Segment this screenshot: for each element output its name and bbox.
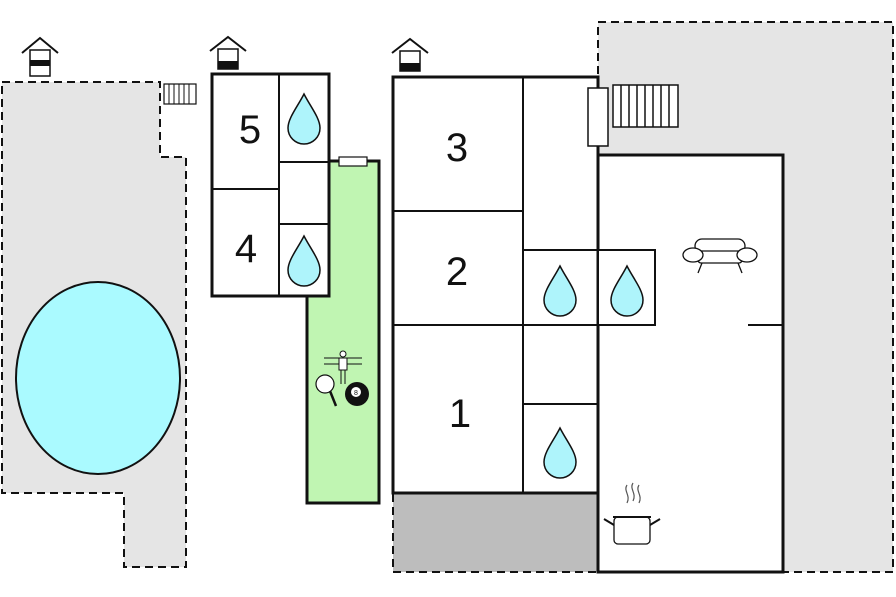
- billiard-ball-icon: 8: [345, 382, 369, 406]
- water-drop-icon: [543, 264, 577, 317]
- water-drop-icon: [287, 234, 321, 287]
- stairs-icon: [163, 83, 197, 105]
- sofa-icon: [682, 238, 758, 274]
- house-entrance-icon: [391, 37, 429, 72]
- water-drop-icon: [543, 426, 577, 479]
- water-drop-icon: [610, 264, 644, 317]
- table-football-icon: [324, 350, 362, 384]
- room-number-2: 2: [446, 250, 468, 294]
- game-room-window: [338, 156, 368, 167]
- table-tennis-icon: [315, 374, 338, 407]
- room-number-4: 4: [235, 227, 257, 271]
- svg-text:8: 8: [354, 390, 358, 397]
- door-panel: [587, 87, 609, 147]
- house-entrance-icon: [21, 36, 59, 77]
- room-number-1: 1: [449, 392, 471, 436]
- water-drop-icon: [287, 92, 321, 145]
- house-entrance-icon: [209, 35, 247, 70]
- cooking-pot-icon: [603, 482, 661, 545]
- swimming-pool: [15, 281, 181, 475]
- covered-area: [392, 492, 599, 573]
- stairs-icon: [612, 84, 679, 128]
- room-number-3: 3: [446, 126, 468, 170]
- room-number-5: 5: [239, 108, 261, 152]
- living-room: [596, 153, 785, 574]
